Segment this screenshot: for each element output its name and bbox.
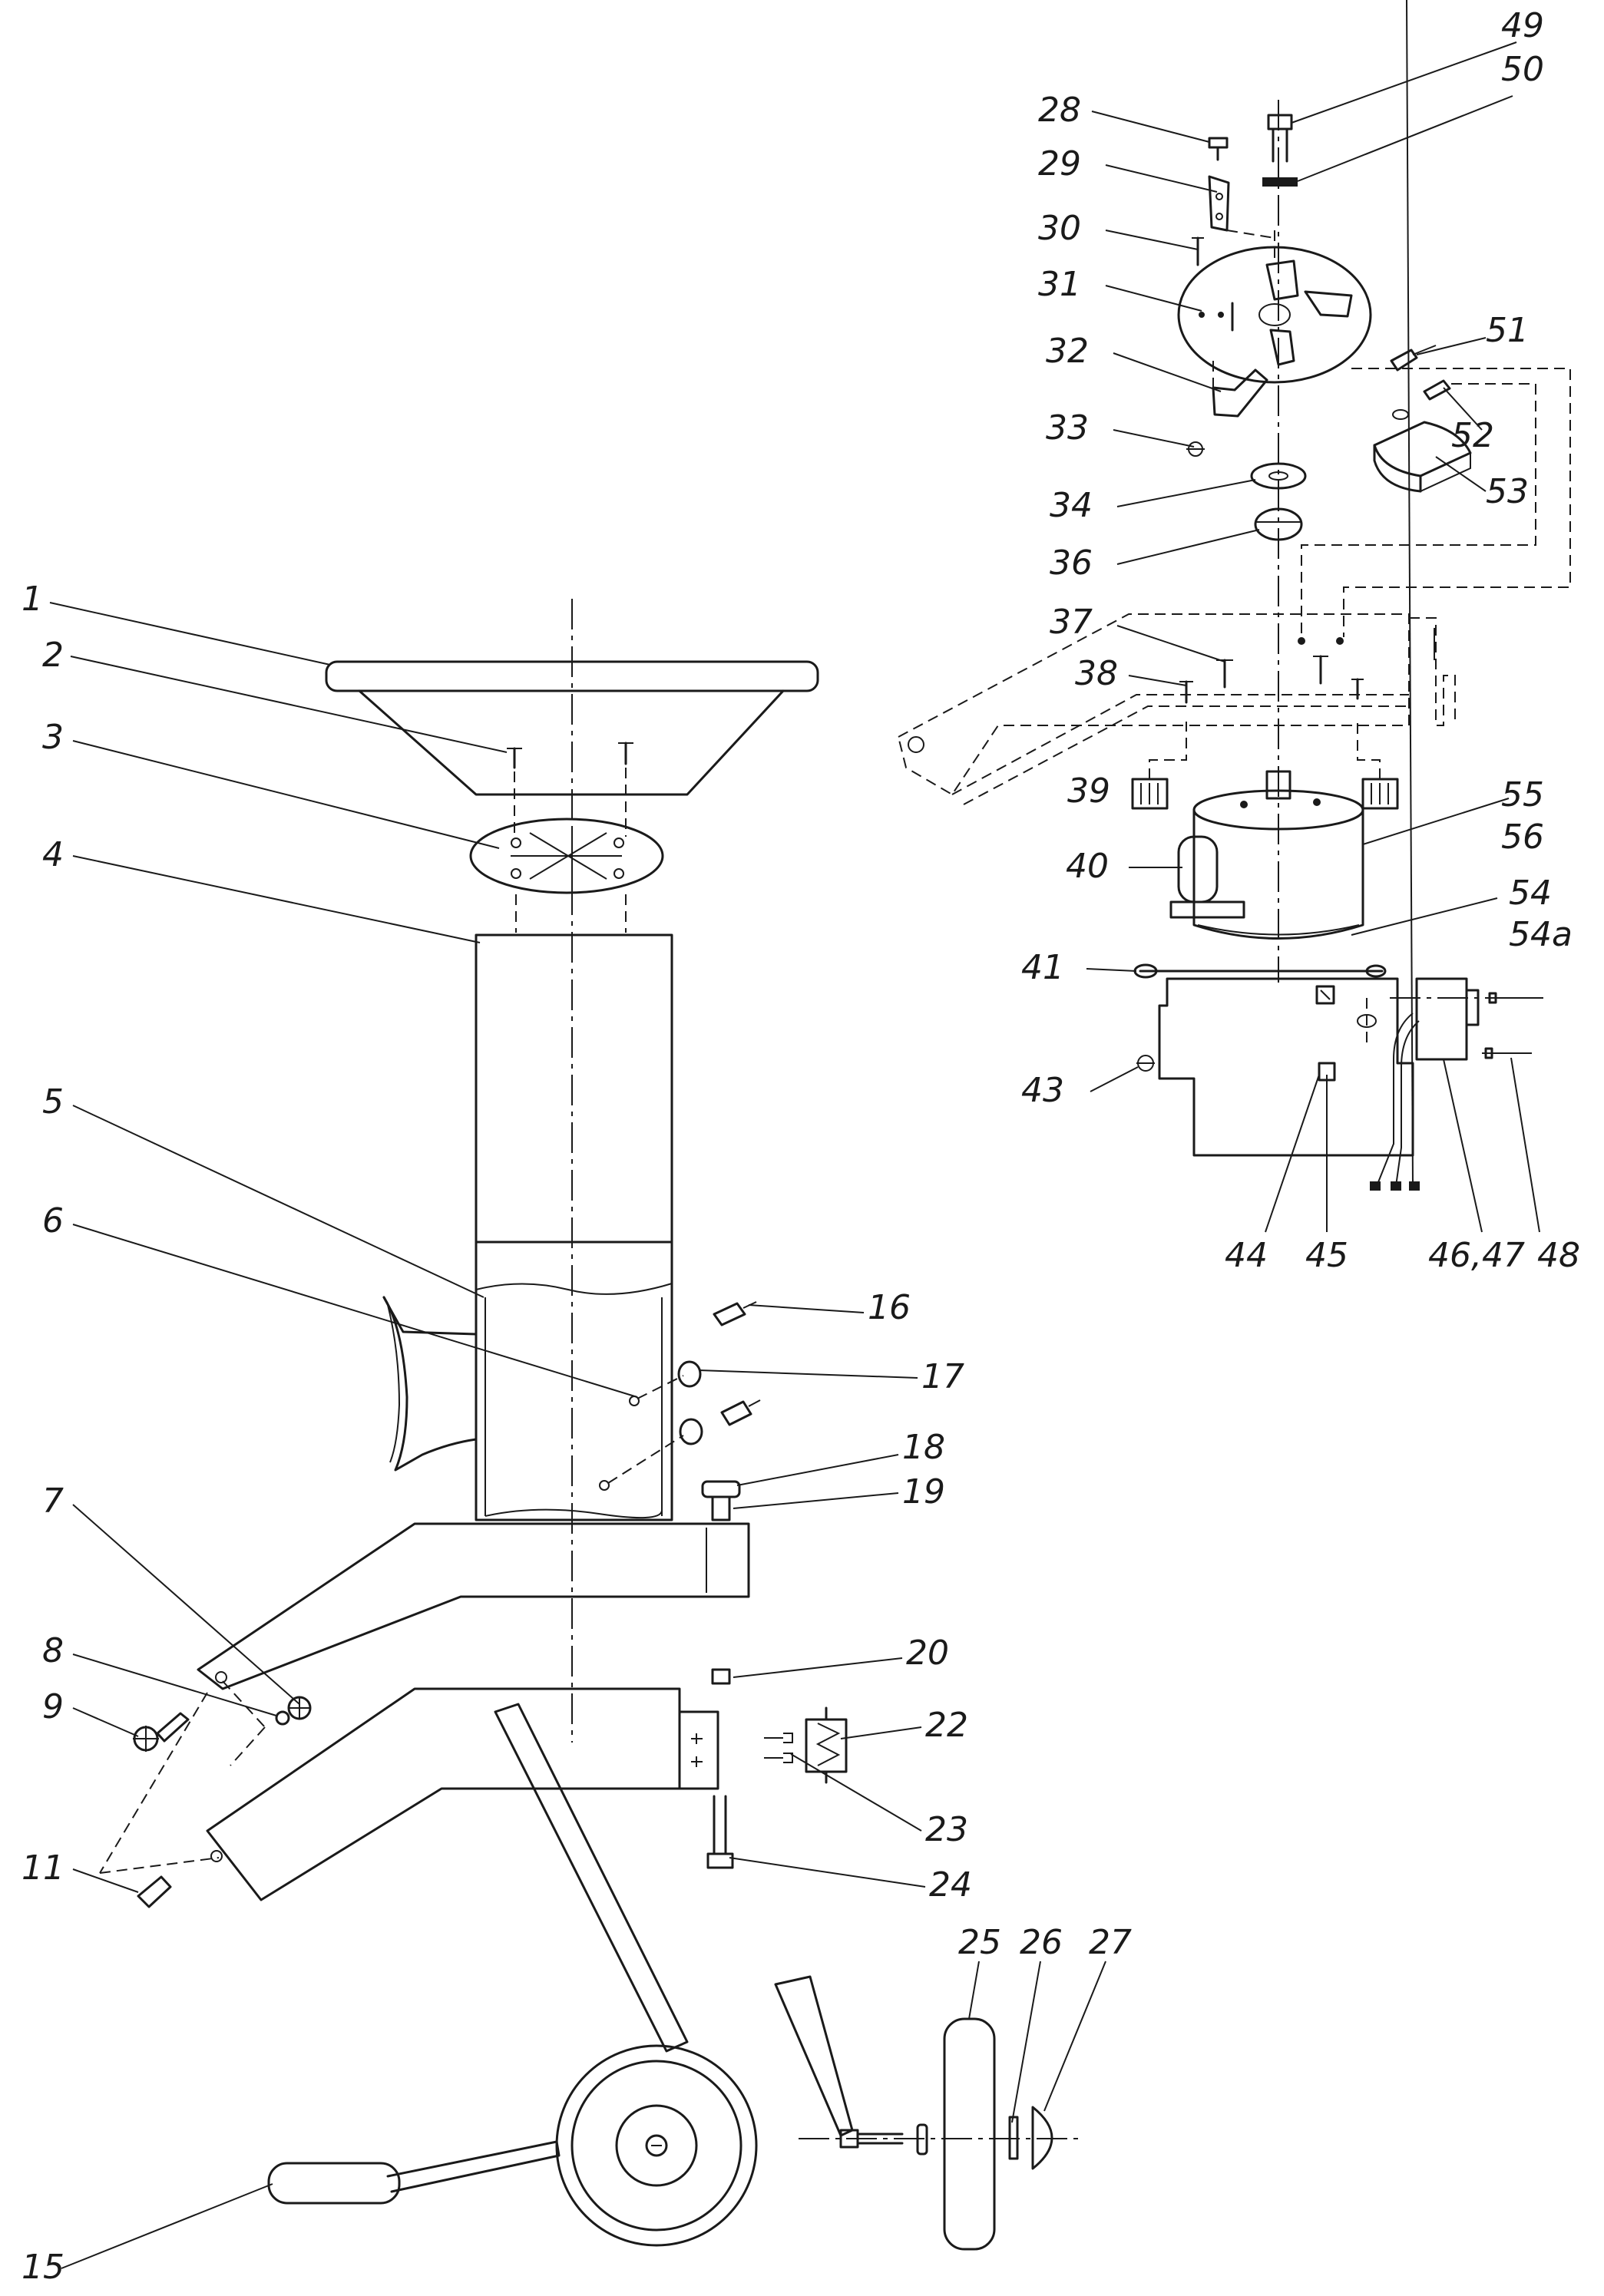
callout-33: 33: [1046, 408, 1089, 448]
electric-motor: [1192, 770, 1364, 940]
callout-39: 39: [1067, 771, 1110, 811]
cover-screws: [1179, 637, 1364, 704]
motor-clamps: [1131, 722, 1399, 810]
callout-44: 44: [1225, 1236, 1268, 1275]
callout-27: 27: [1089, 1923, 1132, 1962]
switch-box: [1357, 0, 1543, 1191]
discharge-chute: [382, 1296, 478, 1472]
spring-clamp: [805, 1706, 848, 1784]
callout-15: 15: [21, 2248, 64, 2287]
side-screws: [607, 1301, 761, 1484]
handle-bar: [494, 1703, 689, 2053]
callout-53: 53: [1486, 472, 1529, 511]
callout-41: 41: [1021, 948, 1064, 987]
callout-32: 32: [1046, 332, 1089, 371]
callout-26: 26: [1020, 1923, 1063, 1962]
callout-54: 54: [1509, 874, 1552, 913]
callout-16: 16: [868, 1288, 911, 1327]
callout-19: 19: [902, 1472, 945, 1511]
pivot-bolt: [706, 1795, 734, 1869]
callout-5: 5: [42, 1082, 64, 1122]
blade-holder: [1186, 361, 1268, 457]
callout-18: 18: [902, 1428, 945, 1467]
callout-2: 2: [42, 636, 64, 675]
callout-28: 28: [1038, 91, 1081, 130]
housing-cover: [897, 613, 1456, 805]
callout-37: 37: [1050, 603, 1093, 642]
blade-bolts: [1192, 137, 1275, 266]
adjust-knob: [701, 1480, 741, 1521]
top-bolt: [1262, 114, 1298, 187]
callout-4: 4: [42, 835, 64, 874]
capacitor: [1169, 835, 1245, 919]
lever-arm: [267, 2140, 561, 2205]
callout-54a: 54a: [1509, 915, 1573, 954]
motor-assembly: [897, 0, 1571, 1191]
main-column-assembly: [99, 599, 1079, 2251]
callout-49: 49: [1501, 6, 1544, 45]
callout-25: 25: [958, 1923, 1001, 1962]
counterweight: [1373, 345, 1472, 493]
upper-tube: [475, 933, 673, 1244]
callout-51: 51: [1486, 311, 1529, 350]
callout-6: 6: [42, 1201, 64, 1241]
callout-7: 7: [42, 1482, 64, 1521]
lower-frame: [206, 1687, 719, 1901]
motor-housing: [1133, 963, 1414, 1157]
callout-9: 9: [42, 1687, 64, 1726]
flange-plate: [469, 818, 664, 933]
callout-55: 55: [1501, 775, 1544, 814]
callout-1: 1: [21, 580, 43, 619]
spacer-block: [711, 1668, 731, 1685]
callout-3: 3: [42, 718, 64, 757]
callout-40: 40: [1066, 847, 1109, 886]
callout-50: 50: [1501, 50, 1544, 89]
clamp-bolts: [764, 1733, 793, 1763]
callout-labels: 1 2 3 4 5 6 7 8 9 11 15 16 17 18 19 20 2…: [21, 6, 1580, 2287]
callout-46-47: 46,47: [1428, 1236, 1525, 1275]
inner-tube: [475, 1241, 673, 1521]
callout-34: 34: [1050, 486, 1093, 525]
callout-43: 43: [1021, 1071, 1064, 1110]
leader-lines: [49, 41, 1540, 2269]
callout-29: 29: [1038, 144, 1081, 183]
callout-24: 24: [929, 1865, 972, 1905]
callout-56: 56: [1501, 818, 1544, 857]
axle-assembly: [774, 1975, 1079, 2251]
callout-45: 45: [1305, 1236, 1348, 1275]
callout-17: 17: [921, 1357, 964, 1396]
callout-52: 52: [1451, 416, 1494, 455]
callout-48: 48: [1537, 1236, 1580, 1275]
callout-22: 22: [925, 1706, 968, 1745]
callout-30: 30: [1038, 209, 1081, 248]
callout-36: 36: [1050, 543, 1093, 583]
washers: [1250, 462, 1307, 541]
callout-23: 23: [925, 1810, 968, 1849]
cutter-disk: [1177, 230, 1372, 384]
routing-lines: [1301, 368, 1571, 637]
callout-20: 20: [906, 1634, 949, 1673]
upper-frame: [197, 1522, 750, 1690]
hopper-top: [325, 660, 819, 796]
callout-38: 38: [1075, 654, 1118, 693]
wheel-left: [555, 2044, 758, 2247]
callout-8: 8: [42, 1631, 64, 1670]
callout-31: 31: [1038, 265, 1081, 304]
linkage-parts: [99, 1680, 312, 1908]
callout-11: 11: [21, 1848, 64, 1888]
